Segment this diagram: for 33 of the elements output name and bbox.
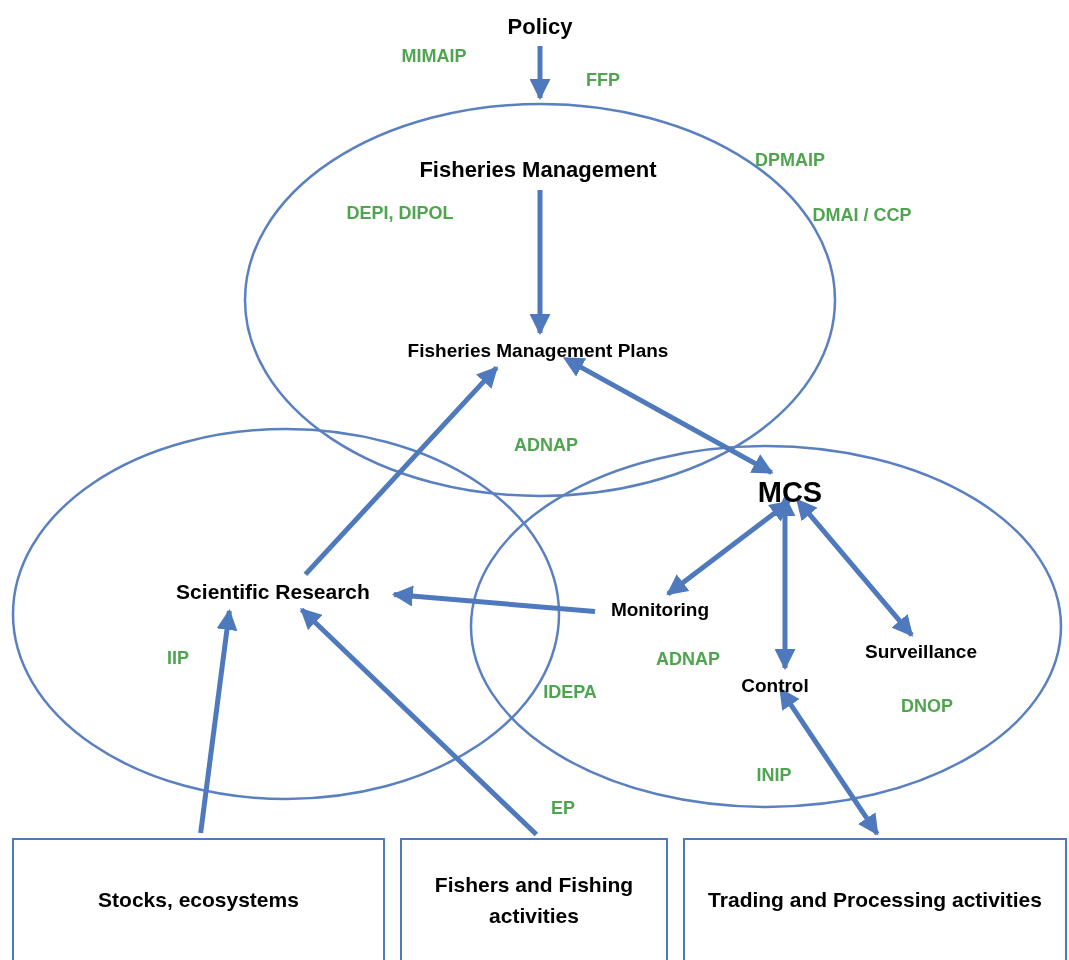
arrow [529, 46, 551, 101]
agency-label: DNOP [901, 695, 953, 717]
agency-label: FFP [586, 69, 620, 91]
heading-text: Fisheries Management [413, 155, 663, 185]
title-text: Policy [500, 13, 580, 41]
process-box: Fishers and Fishing activities [400, 838, 668, 960]
arrow [666, 500, 792, 596]
node-label: MCS [755, 475, 825, 509]
node-label: Surveillance [851, 639, 991, 665]
agency-label: ADNAP [656, 648, 720, 670]
agency-label: ADNAP [514, 434, 578, 456]
arrow [529, 190, 551, 336]
agency-label: IDEPA [543, 681, 597, 703]
arrow [796, 498, 914, 637]
arrow [299, 607, 539, 837]
arrow [391, 585, 596, 615]
agency-label: INIP [756, 764, 792, 786]
process-box: Stocks, ecosystems [12, 838, 385, 960]
node-label: Fisheries Management Plans [393, 338, 683, 364]
process-box: Trading and Processing activities [683, 838, 1067, 960]
arrow [774, 495, 796, 671]
agency-label: EP [551, 797, 575, 819]
node-label: Monitoring [600, 597, 720, 623]
agency-label: DPMAIP [755, 149, 825, 171]
arrow [562, 357, 774, 475]
node-label: Control [730, 673, 820, 699]
node-label: Scientific Research [157, 578, 389, 606]
arrow [303, 365, 499, 577]
agency-label: DEPI, DIPOL [346, 202, 454, 224]
agency-label: DMAI / CCP [812, 204, 912, 226]
agency-label: IIP [167, 647, 189, 669]
arrow [198, 608, 238, 834]
agency-label: MIMAIP [401, 45, 467, 67]
